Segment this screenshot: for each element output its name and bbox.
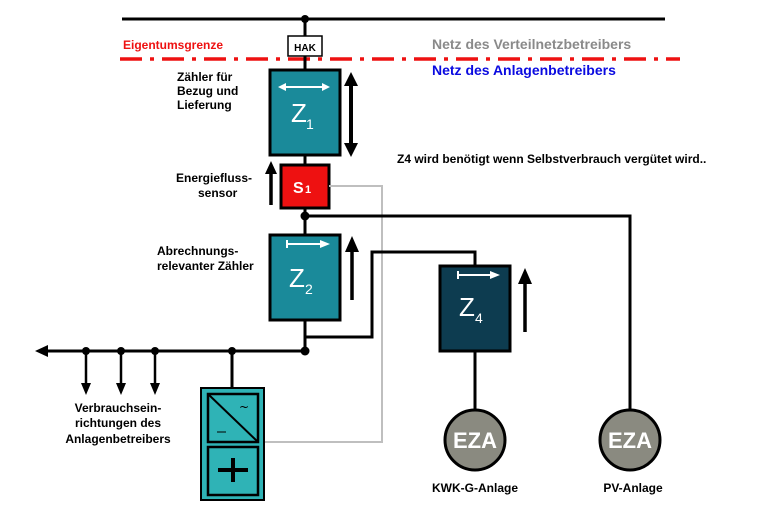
kwk-plant-label: KWK-G-Anlage <box>432 481 518 495</box>
consumers-label-line2: richtungen des <box>75 416 161 430</box>
z4-flow-arrow-head <box>518 268 532 284</box>
meter-z4-index: 4 <box>475 310 483 326</box>
meter-z1-index: 1 <box>306 116 314 132</box>
z1-description-line2: Bezug und <box>177 84 238 98</box>
consumer-drop-3-head <box>150 383 160 395</box>
sensor-flow-arrow-head <box>265 161 277 174</box>
z2-direction-arrow-head <box>320 240 330 248</box>
eza-pv-label: EZA <box>608 428 652 453</box>
grid-operator-label: Netz des Verteilnetzbetreibers <box>432 36 631 52</box>
z2-description-line1: Abrechnungs- <box>157 244 238 258</box>
meter-z4 <box>438 264 512 353</box>
sensor-signal-line <box>264 185 383 443</box>
sensor-s1-letter: S <box>293 180 304 197</box>
eza-kwk-label: EZA <box>453 428 497 453</box>
z1-description-line1: Zähler für <box>177 70 233 84</box>
z1-description-line3: Lieferung <box>177 98 232 112</box>
z4-note: Z4 wird benötigt wenn Selbstverbrauch ve… <box>397 152 706 166</box>
meter-z2 <box>268 233 342 322</box>
z1-flow-arrow-up-head <box>344 72 358 86</box>
meter-z1 <box>268 68 342 157</box>
z1-arrow-left-head <box>278 83 286 91</box>
eza-kwk-generator <box>443 408 507 472</box>
sensor-s1-index: 1 <box>305 184 311 196</box>
hak-label: HAK <box>294 43 316 54</box>
consumers-label-line1: Verbrauchsein- <box>75 401 162 415</box>
z1-flow-arrow-down-head <box>344 143 358 157</box>
consumers-label-line3: Anlagenbetreibers <box>65 432 171 446</box>
pv-feeder-line <box>305 214 632 410</box>
kwk-feeder-line <box>305 250 477 339</box>
pv-plant-label: PV-Anlage <box>603 481 663 495</box>
hak-box <box>287 35 323 57</box>
eza-pv-generator <box>598 408 662 472</box>
meter-z1-letter: Z <box>291 98 307 128</box>
sensor-s1 <box>279 163 331 210</box>
meter-z2-letter: Z <box>289 263 305 293</box>
busbar-left-arrow-head <box>35 345 48 357</box>
consumer-drop-1-head <box>81 383 91 395</box>
z4-direction-arrow-head <box>490 271 500 279</box>
plant-operator-label: Netz des Anlagenbetreibers <box>432 62 616 78</box>
junction-dot <box>300 346 310 356</box>
consumer-drop-2-head <box>116 383 126 395</box>
sensor-description-line1: Energiefluss- <box>176 171 252 185</box>
sensor-description-line2: sensor <box>198 186 238 200</box>
meter-z4-letter: Z <box>459 292 475 322</box>
meter-z2-index: 2 <box>305 281 313 297</box>
ownership-boundary-label: Eigentumsgrenze <box>123 38 223 52</box>
inverter-diagonal <box>207 393 259 443</box>
z2-description-line2: relevanter Zähler <box>157 259 254 273</box>
z1-arrow-right-head <box>322 83 330 91</box>
z2-flow-arrow-head <box>345 236 359 252</box>
battery-box <box>206 445 260 497</box>
ac-symbol-icon: ~ <box>239 400 249 414</box>
